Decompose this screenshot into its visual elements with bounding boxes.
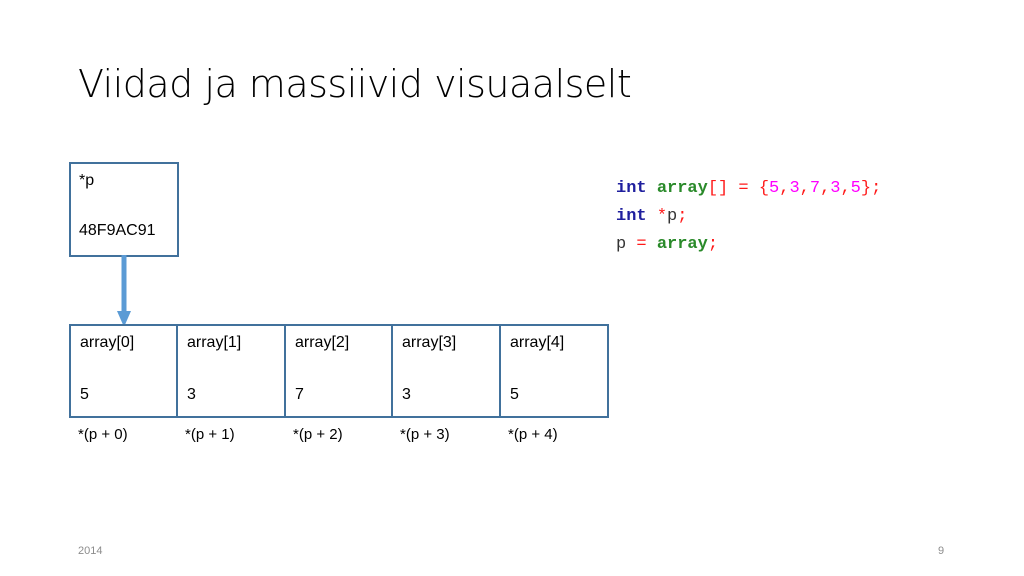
- array-cell-4: array[4] 5: [499, 324, 609, 418]
- code-terminator: ;: [707, 235, 719, 254]
- code-keyword: int: [616, 207, 647, 226]
- array-cell-1: array[1] 3: [176, 324, 286, 418]
- code-variable: p: [667, 207, 678, 226]
- array-cell-name: array[4]: [510, 334, 565, 351]
- code-operator: [] = {: [707, 179, 770, 198]
- code-variable: p: [616, 235, 627, 254]
- deref-label: *(p + 2): [293, 426, 343, 443]
- code-operator: =: [626, 235, 657, 254]
- array-cell-name: array[2]: [295, 334, 350, 351]
- code-line-3: p = array;: [616, 231, 881, 259]
- code-number: 3: [830, 179, 841, 198]
- code-terminator: ;: [677, 207, 688, 226]
- array-cell-value: 7: [295, 386, 304, 403]
- code-comma: ,: [779, 179, 790, 198]
- pointer-arrow: [117, 255, 131, 327]
- code-line-2: int *p;: [616, 203, 881, 231]
- code-space: [647, 207, 657, 226]
- array-cell-value: 3: [187, 386, 196, 403]
- code-comma: ,: [840, 179, 851, 198]
- code-comma: ,: [799, 179, 810, 198]
- array-cell-3: array[3] 3: [391, 324, 502, 418]
- code-identifier: array: [656, 235, 708, 254]
- footer-year: 2014: [78, 545, 103, 557]
- array-cell-0: array[0] 5: [69, 324, 180, 418]
- page-number: 9: [938, 545, 945, 557]
- array-cell-name: array[3]: [402, 334, 457, 351]
- pointer-address: 48F9AC91: [79, 222, 156, 239]
- deref-label: *(p + 1): [185, 426, 235, 443]
- array-cell-2: array[2] 7: [284, 324, 394, 418]
- code-keyword: int: [616, 179, 647, 198]
- code-terminator: };: [860, 179, 882, 198]
- code-number: 7: [809, 179, 821, 198]
- array-cell-name: array[1]: [187, 334, 242, 351]
- code-number: 5: [850, 179, 861, 198]
- deref-label: *(p + 0): [78, 426, 128, 443]
- code-comma: ,: [820, 179, 831, 198]
- code-space: [647, 179, 657, 198]
- array-cell-name: array[0]: [80, 334, 135, 351]
- array-cell-value: 5: [80, 386, 89, 403]
- code-identifier: array: [656, 179, 708, 198]
- slide-title: Viidad ja massiivid visuaalselt: [78, 62, 632, 106]
- array-cell-value: 3: [402, 386, 411, 403]
- code-number: 5: [769, 179, 780, 198]
- code-snippet: int array[] = {5,3,7,3,5};int *p;p = arr…: [616, 175, 881, 259]
- array-cell-value: 5: [510, 386, 519, 403]
- code-number: 3: [789, 179, 800, 198]
- deref-label: *(p + 4): [508, 426, 558, 443]
- pointer-box: *p 48F9AC91: [69, 162, 179, 257]
- code-line-1: int array[] = {5,3,7,3,5};: [616, 175, 881, 203]
- deref-label: *(p + 3): [400, 426, 450, 443]
- pointer-label: *p: [79, 172, 95, 189]
- code-operator: *: [656, 207, 668, 226]
